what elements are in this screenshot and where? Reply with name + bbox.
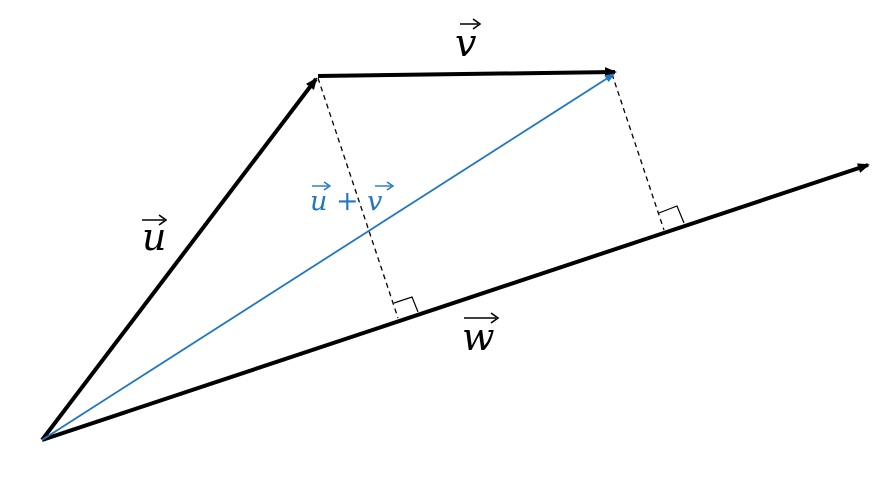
label-u: u — [142, 214, 168, 259]
right-angle-marker-2 — [658, 205, 685, 224]
projection-line-u — [317, 77, 399, 319]
label-u-plus-v: u + v — [310, 181, 395, 217]
vector-v — [317, 67, 617, 78]
right-angle-marker-1 — [393, 296, 419, 313]
svg-text:w: w — [462, 315, 495, 359]
vector-w — [41, 163, 870, 442]
label-v: v — [455, 18, 482, 65]
svg-text:v: v — [455, 21, 477, 65]
projection-line-u-plus-v — [611, 73, 665, 231]
vector-u-plus-v — [41, 73, 615, 441]
vector-u — [40, 77, 318, 442]
svg-text:u + v: u + v — [310, 186, 382, 217]
label-w: w — [462, 312, 500, 359]
